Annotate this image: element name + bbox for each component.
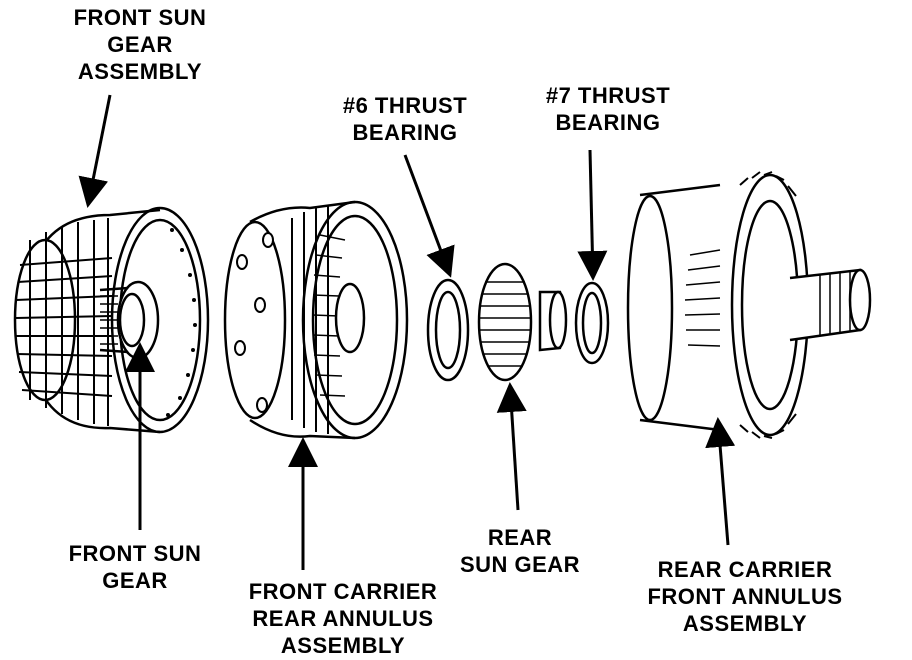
arrow-rear-sun-gear (496, 382, 527, 511)
label-thrust-bearing-6: #6 THRUST BEARING (342, 93, 468, 145)
arrow-rear-carrier (705, 417, 736, 546)
label-rear-carrier-front-annulus-assembly: REAR CARRIER FRONT ANNULUS ASSEMBLY (647, 557, 843, 636)
thrust-bearing-7-part (574, 281, 610, 365)
label-front-carrier-rear-annulus-assembly: FRONT CARRIER REAR ANNULUS ASSEMBLY (248, 579, 438, 658)
label-front-sun-gear-assembly: FRONT SUN GEAR ASSEMBLY (73, 5, 207, 84)
arrow-front-sun-gear-assembly (78, 94, 112, 208)
label-front-sun-gear: FRONT SUN GEAR (68, 541, 202, 593)
leader-arrows (78, 94, 736, 570)
label-thrust-bearing-7: #7 THRUST BEARING (545, 83, 671, 135)
arrow-thrust-bearing-6 (403, 154, 455, 278)
front-sun-gear-assembly-part (13, 206, 210, 434)
thrust-bearing-6-part (426, 278, 470, 382)
rear-carrier-front-annulus-part (626, 171, 872, 439)
front-carrier-rear-annulus-part (223, 200, 409, 440)
label-rear-sun-gear: REAR SUN GEAR (459, 525, 581, 577)
rear-sun-gear-part (477, 262, 568, 382)
arrow-thrust-bearing-7 (577, 149, 608, 281)
